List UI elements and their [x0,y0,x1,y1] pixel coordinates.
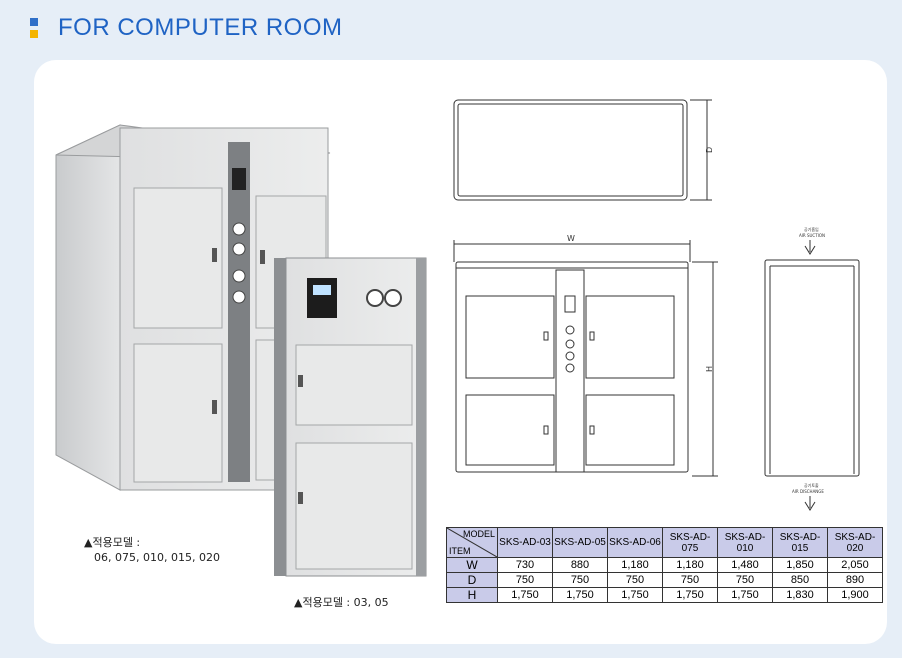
air-discharge-arrow-icon [804,496,816,511]
large-unit-image [55,124,331,491]
section-title: FOR COMPUTER ROOM [58,14,343,41]
large-unit-caption-line1: ▲적용모델 : [84,536,141,549]
table-cell: 1,180 [607,557,663,573]
table-cell: 1,750 [552,587,608,603]
row-item: W [446,557,498,573]
spec-table-header-row: MODEL ITEM SKS-AD-03 SKS-AD-05 SKS-AD-06… [446,527,883,558]
large-unit-caption: ▲적용모델 : 06, 075, 010, 015, 020 [84,535,220,565]
height-label: H [705,366,714,372]
air-discharge-ko: 공기토출 [804,482,819,488]
table-cell: 1,750 [607,587,663,603]
table-cell: 750 [552,572,608,588]
row-item: D [446,572,498,588]
table-cell: 1,480 [717,557,773,573]
air-suction-en: AIR SUCTION [799,233,825,238]
spec-table: MODEL ITEM SKS-AD-03 SKS-AD-05 SKS-AD-06… [446,527,883,603]
depth-label: D [705,147,714,153]
air-discharge-en: AIR DISCHANGE [792,489,824,494]
table-cell: 1,180 [662,557,718,573]
row-item: H [446,587,498,603]
header-item: ITEM [449,546,471,556]
model-header: SKS-AD-05 [552,527,608,558]
spec-table-corner: MODEL ITEM [446,527,498,558]
air-suction-arrow-icon [804,240,816,255]
model-header: SKS-AD-03 [497,527,553,558]
front-view-drawing: W H [453,234,718,477]
model-header: SKS-AD-06 [607,527,663,558]
table-cell: 890 [827,572,883,588]
table-cell: 1,750 [717,587,773,603]
header-model: MODEL [462,529,495,539]
table-cell: 1,850 [772,557,828,573]
table-cell: 1,750 [662,587,718,603]
table-cell: 750 [497,572,553,588]
table-cell: 750 [662,572,718,588]
small-unit-caption: ▲적용모델 : 03, 05 [294,596,389,609]
top-view-drawing: D [453,99,714,201]
side-view-drawing: 공기흡입 AIR SUCTION 공기토출 AIR DISCHANGE [764,226,860,511]
table-row: D 750 750 750 750 750 850 890 [446,572,883,588]
table-cell: 750 [717,572,773,588]
width-label: W [567,234,575,243]
table-cell: 2,050 [827,557,883,573]
section-bullet-icon [30,16,38,40]
table-row: H 1,750 1,750 1,750 1,750 1,750 1,830 1,… [446,587,883,603]
air-suction-ko: 공기흡입 [804,226,819,232]
model-header: SKS-AD-020 [827,527,883,558]
large-unit-caption-line2: 06, 075, 010, 015, 020 [94,551,220,564]
table-cell: 850 [772,572,828,588]
section-header: FOR COMPUTER ROOM [30,12,343,44]
table-cell: 730 [497,557,553,573]
table-cell: 880 [552,557,608,573]
table-cell: 1,830 [772,587,828,603]
table-cell: 1,750 [497,587,553,603]
model-header: SKS-AD-075 [662,527,718,558]
model-header: SKS-AD-010 [717,527,773,558]
small-unit-image [274,257,427,577]
table-cell: 1,900 [827,587,883,603]
table-row: W 730 880 1,180 1,180 1,480 1,850 2,050 [446,557,883,573]
model-header: SKS-AD-015 [772,527,828,558]
table-cell: 750 [607,572,663,588]
